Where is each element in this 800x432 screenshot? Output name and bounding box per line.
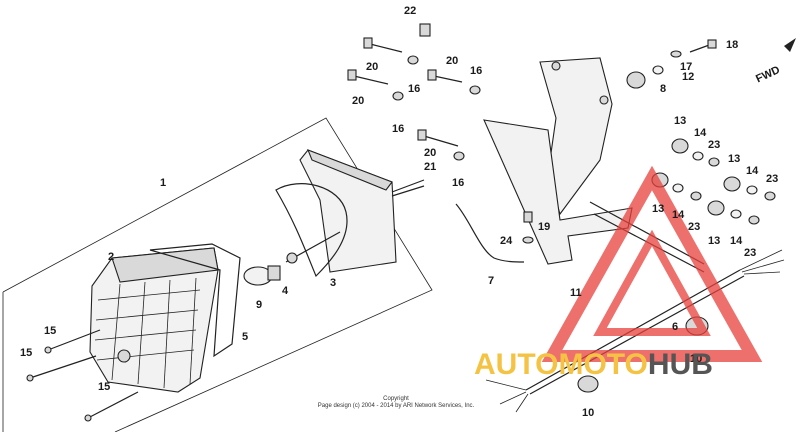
copyright-title: Copyright [383, 396, 409, 402]
watermark-text: AUTOMOTOHUB [474, 348, 713, 382]
callout-15-b: 15 [20, 347, 32, 359]
callout-23-b: 23 [766, 173, 778, 185]
callout-17: 17 [680, 61, 692, 73]
callout-12: 12 [682, 71, 694, 83]
screws-15 [26, 329, 139, 422]
watermark-part1: AUTOMOTO [474, 348, 648, 381]
callout-16-c: 16 [392, 123, 404, 135]
license-bracket [483, 57, 705, 273]
callout-14-b: 14 [746, 165, 759, 177]
callout-10-b: 10 [582, 407, 594, 419]
callout-4: 4 [282, 285, 289, 297]
callout-23-c: 23 [688, 221, 700, 233]
callout-14-d: 14 [730, 235, 743, 247]
callout-15-c: 15 [98, 381, 110, 393]
wire-harness [455, 203, 785, 413]
callout-24: 24 [500, 235, 513, 247]
callout-19: 19 [538, 221, 550, 233]
callout-labels: 1 2 3 4 5 6 7 8 9 10 10 11 12 13 13 13 1… [20, 5, 778, 419]
callout-23-a: 23 [708, 139, 720, 151]
callout-20-a: 20 [366, 61, 378, 73]
callout-8: 8 [660, 83, 666, 95]
callout-22: 22 [404, 5, 416, 17]
tail-light-housing [275, 149, 425, 278]
watermark-part2: HUB [647, 348, 713, 381]
callout-14-a: 14 [694, 127, 707, 139]
bulb-and-socket [243, 231, 341, 286]
tail-light-lens [89, 247, 219, 393]
copyright-notice: Copyright Page design (c) 2004 - 2014 by… [276, 396, 516, 410]
callout-18: 18 [726, 39, 738, 51]
callout-3: 3 [330, 277, 336, 289]
copyright-text: Page design (c) 2004 - 2014 by ARI Netwo… [317, 403, 475, 409]
callout-20-b: 20 [446, 55, 458, 67]
callout-16-a: 16 [408, 83, 420, 95]
callout-13-b: 13 [728, 153, 740, 165]
watermark-logo [541, 165, 763, 362]
callout-7: 7 [488, 275, 494, 287]
callout-1: 1 [160, 177, 166, 189]
lens-gasket [149, 243, 241, 358]
forward-direction-indicator: FWD [754, 38, 796, 85]
callout-2: 2 [108, 251, 114, 263]
callout-21: 21 [424, 161, 436, 173]
callout-16-b: 16 [470, 65, 482, 77]
callout-13-c: 13 [652, 203, 664, 215]
callout-23-d: 23 [744, 247, 756, 259]
callout-13-d: 13 [708, 235, 720, 247]
fwd-label: FWD [754, 64, 782, 85]
callout-10-a: 10 [690, 353, 702, 365]
callout-20-d: 20 [424, 147, 436, 159]
callout-5: 5 [242, 331, 248, 343]
callout-15-a: 15 [44, 325, 56, 337]
callout-20-c: 20 [352, 95, 364, 107]
callout-13-a: 13 [674, 115, 686, 127]
callout-11: 11 [570, 287, 582, 299]
callout-6: 6 [672, 321, 678, 333]
callout-14-c: 14 [672, 209, 685, 221]
callout-16-d: 16 [452, 177, 464, 189]
callout-9: 9 [256, 299, 262, 311]
